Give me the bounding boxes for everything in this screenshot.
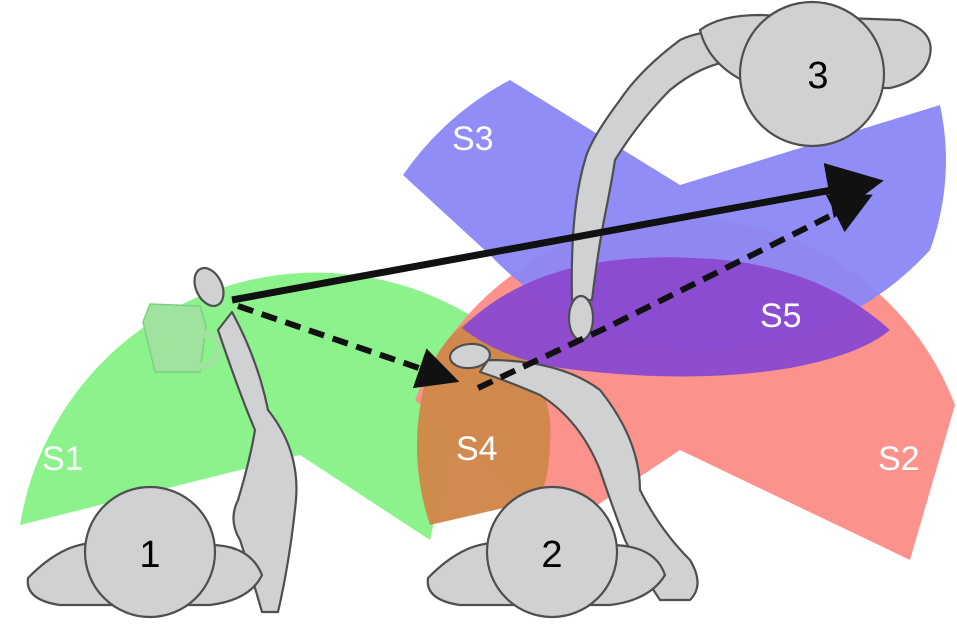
person-1-arm xyxy=(216,310,298,614)
person-3-head xyxy=(738,0,886,148)
region-label-s3: S3 xyxy=(452,120,494,158)
region-label-s4: S4 xyxy=(456,430,498,468)
region-s5 xyxy=(462,257,890,377)
person-2: 2 xyxy=(426,342,699,619)
direct-arrow xyxy=(231,163,884,304)
person-1-label: 1 xyxy=(139,534,160,576)
person-3-hand xyxy=(567,294,595,342)
relay-arrow-first-leg xyxy=(237,303,460,389)
person-1-hand xyxy=(193,266,225,308)
person-1: 1 xyxy=(26,266,298,619)
relay-arrow-second-leg xyxy=(476,194,873,391)
region-label-s5: S5 xyxy=(760,297,802,335)
person-3-label: 3 xyxy=(807,55,828,97)
person-2-label: 2 xyxy=(541,534,562,576)
region-label-s1: S1 xyxy=(42,440,84,478)
person-3: 3 xyxy=(567,0,932,342)
cup-icon xyxy=(142,303,223,373)
region-label-s2: S2 xyxy=(878,440,920,478)
person-2-head xyxy=(485,485,619,619)
person-1-head xyxy=(83,485,217,619)
person-2-arm xyxy=(478,358,699,602)
